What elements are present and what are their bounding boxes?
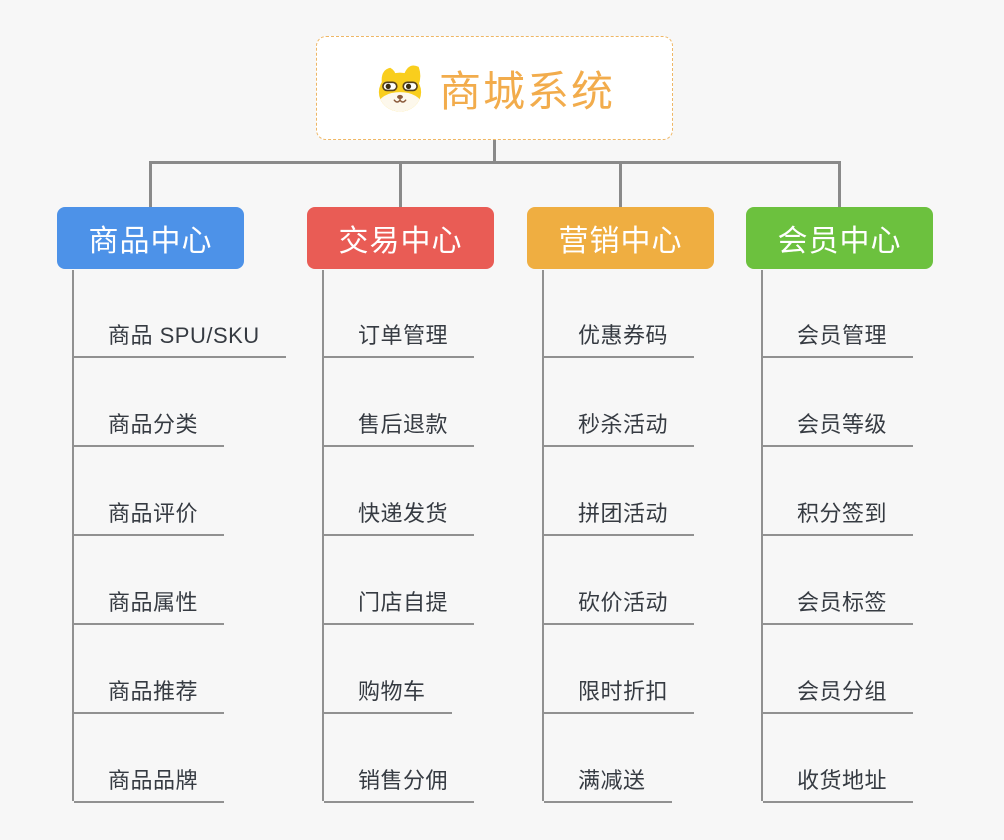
leaf-node[interactable]: 限时折扣	[544, 676, 695, 714]
leaf-node[interactable]: 商品分类	[74, 409, 225, 447]
branch-column-marketing-center: 优惠券码秒杀活动拼团活动砍价活动限时折扣满减送	[542, 270, 792, 803]
leaf-node[interactable]: 商品品牌	[74, 765, 225, 803]
branch-node-marketing-center[interactable]: 营销中心	[527, 207, 714, 269]
branch-label: 商品中心	[88, 225, 213, 258]
leaf-label: 商品属性	[108, 590, 199, 615]
leaf-label: 快递发货	[358, 501, 449, 526]
leaf-node[interactable]: 会员等级	[763, 409, 914, 447]
branch-node-trade-center[interactable]: 交易中心	[307, 207, 494, 269]
branch-column-trade-center: 订单管理售后退款快递发货门店自提购物车销售分佣	[322, 270, 572, 803]
root-node[interactable]: 商城系统	[316, 36, 673, 140]
leaf-node[interactable]: 积分签到	[763, 498, 914, 536]
leaf-label: 订单管理	[358, 323, 449, 348]
leaf-label: 商品评价	[108, 501, 199, 526]
leaf-node[interactable]: 优惠券码	[544, 320, 695, 358]
leaf-node[interactable]: 会员标签	[763, 587, 914, 625]
leaf-label: 秒杀活动	[578, 412, 669, 437]
connector-root-stem	[493, 140, 496, 162]
connector-bus-line	[149, 161, 841, 164]
leaf-label: 限时折扣	[578, 679, 669, 704]
leaf-node[interactable]: 商品 SPU/SKU	[74, 320, 286, 358]
leaf-node[interactable]: 售后退款	[324, 409, 475, 447]
branch-label: 营销中心	[558, 225, 683, 258]
leaf-node[interactable]: 商品属性	[74, 587, 225, 625]
leaf-node[interactable]: 会员管理	[763, 320, 914, 358]
leaf-label: 商品推荐	[108, 679, 199, 704]
leaf-label: 门店自提	[358, 590, 449, 615]
connector-drop-trade-center	[399, 161, 402, 207]
leaf-node[interactable]: 购物车	[324, 676, 452, 714]
branch-label: 交易中心	[338, 225, 463, 258]
leaf-label: 优惠券码	[578, 323, 669, 348]
branch-node-product-center[interactable]: 商品中心	[57, 207, 244, 269]
leaf-label: 会员分组	[797, 679, 888, 704]
leaf-node[interactable]: 销售分佣	[324, 765, 475, 803]
leaf-label: 会员管理	[797, 323, 888, 348]
leaf-label: 商品分类	[108, 412, 199, 437]
branch-node-member-center[interactable]: 会员中心	[746, 207, 933, 269]
leaf-node[interactable]: 订单管理	[324, 320, 475, 358]
leaf-node[interactable]: 快递发货	[324, 498, 475, 536]
leaf-label: 满减送	[578, 768, 646, 793]
leaf-label: 售后退款	[358, 412, 449, 437]
leaf-label: 会员标签	[797, 590, 888, 615]
leaf-node[interactable]: 砍价活动	[544, 587, 695, 625]
branch-label: 会员中心	[777, 225, 902, 258]
leaf-label: 拼团活动	[578, 501, 669, 526]
leaf-node[interactable]: 商品推荐	[74, 676, 225, 714]
leaf-node[interactable]: 收货地址	[763, 765, 914, 803]
leaf-node[interactable]: 秒杀活动	[544, 409, 695, 447]
leaf-label: 销售分佣	[358, 768, 449, 793]
branch-column-member-center: 会员管理会员等级积分签到会员标签会员分组收货地址	[761, 270, 1004, 803]
branch-column-product-center: 商品 SPU/SKU 商品分类商品评价商品属性商品推荐商品品牌	[72, 270, 322, 803]
leaf-label: 商品 SPU/SKU	[108, 323, 260, 348]
root-title: 商城系统	[438, 67, 615, 115]
leaf-node[interactable]: 商品评价	[74, 498, 225, 536]
connector-drop-marketing-center	[619, 161, 622, 207]
leaf-node[interactable]: 会员分组	[763, 676, 914, 714]
leaf-node[interactable]: 拼团活动	[544, 498, 695, 536]
leaf-node[interactable]: 门店自提	[324, 587, 475, 625]
leaf-label: 收货地址	[797, 768, 888, 793]
leaf-node[interactable]: 满减送	[544, 765, 672, 803]
leaf-label: 会员等级	[797, 412, 888, 437]
connector-drop-product-center	[149, 161, 152, 207]
leaf-label: 砍价活动	[578, 590, 669, 615]
leaf-label: 商品品牌	[108, 768, 199, 793]
connector-drop-member-center	[838, 161, 841, 207]
leaf-label: 积分签到	[797, 501, 888, 526]
leaf-label: 购物车	[358, 679, 426, 704]
dog-face-icon	[374, 62, 426, 114]
